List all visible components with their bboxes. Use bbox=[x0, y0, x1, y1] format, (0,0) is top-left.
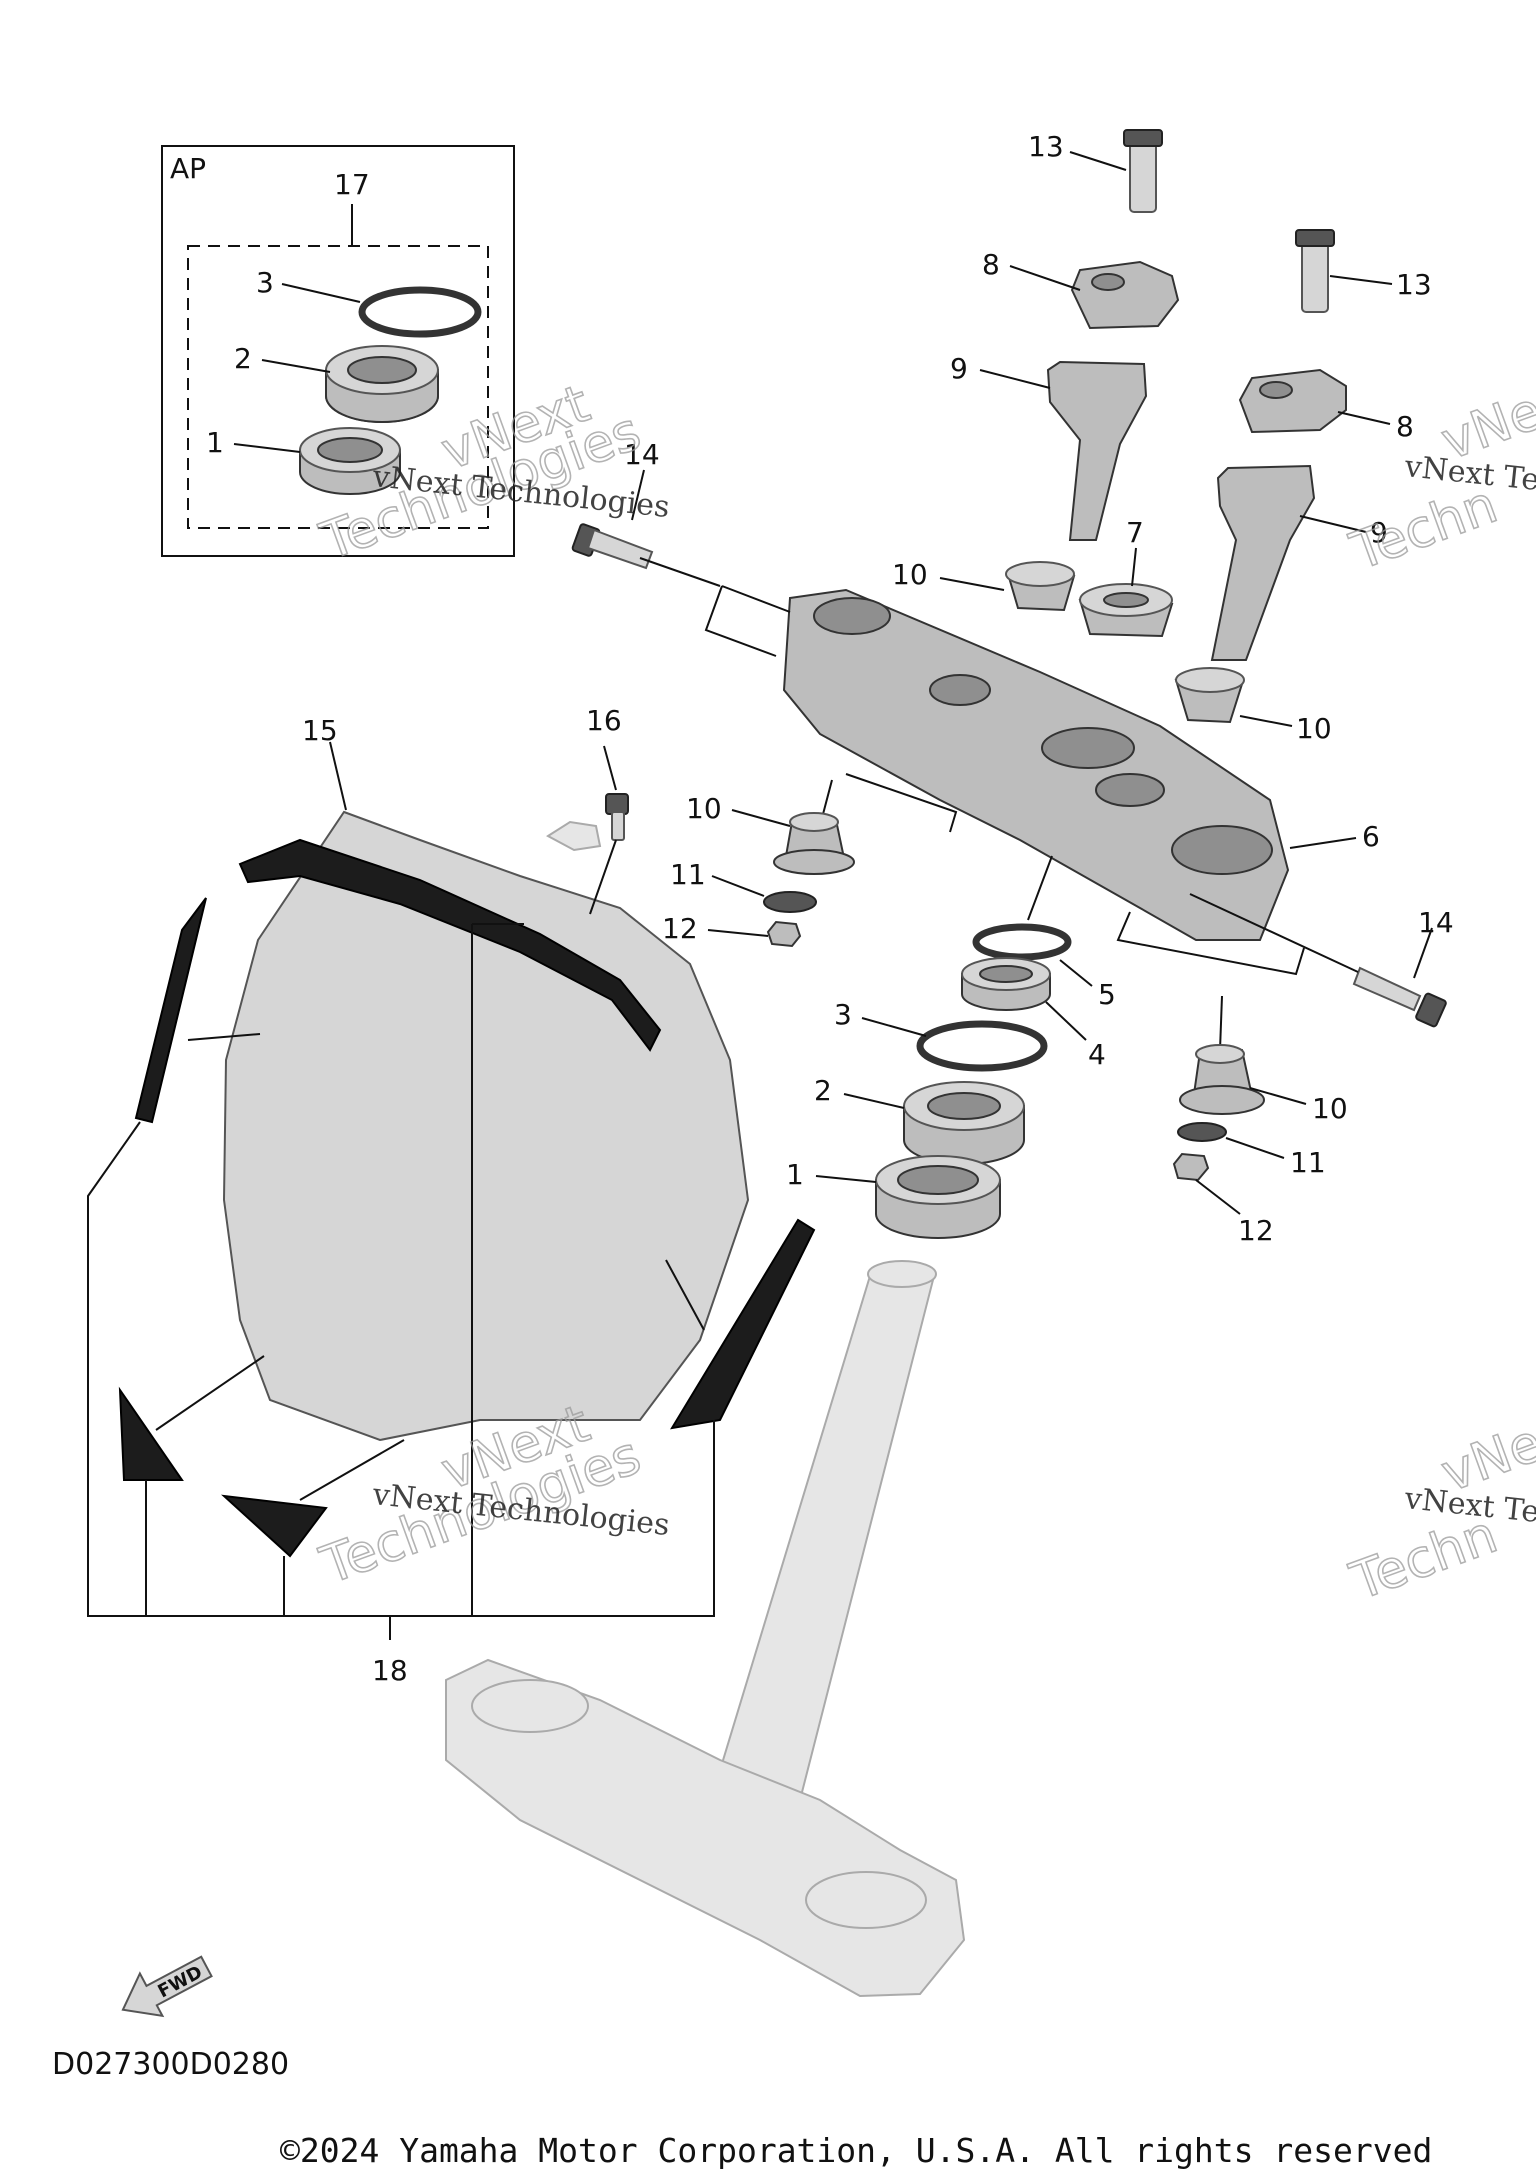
nut-12-right bbox=[1172, 1152, 1210, 1182]
callout-1: 1 bbox=[786, 1158, 804, 1191]
callout-5: 5 bbox=[1098, 978, 1116, 1011]
bearing-stack-center: 5 4 3 2 1 bbox=[786, 855, 1116, 1239]
inset-seal-ring bbox=[358, 286, 482, 338]
callout-4: 4 bbox=[1088, 1038, 1106, 1071]
callout-11-right: 11 bbox=[1290, 1146, 1326, 1179]
callout-16: 16 bbox=[586, 704, 622, 737]
callout-13-left: 13 bbox=[1028, 130, 1064, 163]
callout-13-right: 13 bbox=[1396, 268, 1432, 301]
callout-3: 3 bbox=[834, 998, 852, 1031]
bushing-stack-right: 10 11 12 bbox=[1172, 995, 1348, 1247]
callout-10-top: 10 bbox=[892, 558, 928, 591]
upper-bushings: 10 7 10 bbox=[892, 516, 1332, 745]
diagram-code: D027300D0280 bbox=[52, 2047, 289, 2082]
callout-14-right: 14 bbox=[1418, 906, 1454, 939]
clamp-bolt-left: 14 bbox=[571, 438, 791, 657]
washer-11-left bbox=[763, 891, 817, 913]
watermark-lower-right: vNe vNext Te Techn bbox=[1342, 1412, 1536, 1613]
fwd-arrow-icon: FWD bbox=[121, 1955, 213, 2018]
decal-set: 18 bbox=[87, 897, 816, 1687]
clamp-bolt-right: 14 bbox=[1116, 893, 1454, 1028]
callout-7: 7 bbox=[1126, 516, 1144, 549]
upper-triple-clamp: 6 bbox=[782, 588, 1380, 941]
callout-18: 18 bbox=[372, 1654, 408, 1687]
callout-14-left: 14 bbox=[624, 438, 660, 471]
lower-triple-clamp bbox=[445, 1260, 966, 1998]
callout-17: 17 bbox=[334, 168, 370, 201]
washer-11-right bbox=[1177, 1122, 1227, 1142]
callout-10-lower-right: 10 bbox=[1312, 1092, 1348, 1125]
handlebar-holder-right: 13 8 9 bbox=[1210, 229, 1432, 661]
callout-6: 6 bbox=[1362, 820, 1380, 853]
bushing-stack-left: 10 11 12 bbox=[662, 773, 958, 948]
decal-tri-center bbox=[221, 1494, 328, 1558]
decal-right-side bbox=[670, 1218, 816, 1430]
number-plate: 15 16 bbox=[222, 704, 750, 1442]
callout-8-left: 8 bbox=[982, 248, 1000, 281]
callout-9-left: 9 bbox=[950, 352, 968, 385]
callout-10-left: 10 bbox=[686, 792, 722, 825]
callout-2-inset: 2 bbox=[234, 342, 252, 375]
callout-12-right: 12 bbox=[1238, 1214, 1274, 1247]
callout-11-left: 11 bbox=[670, 858, 706, 891]
watermark-lower-right-word2: Techn bbox=[1343, 1505, 1505, 1613]
callout-2: 2 bbox=[814, 1074, 832, 1107]
callout-9-right: 9 bbox=[1370, 516, 1388, 549]
seal-3 bbox=[916, 1020, 1048, 1072]
decal-left-side bbox=[134, 897, 207, 1124]
callout-15: 15 bbox=[302, 714, 338, 747]
nut-12-left bbox=[766, 920, 802, 948]
decal-tri-left bbox=[118, 1386, 184, 1481]
watermark-upper-right: vNe vNext Te Techn bbox=[1342, 380, 1536, 583]
ap-inset: AP 17 3 2 1 bbox=[161, 145, 515, 557]
ap-inset-frame bbox=[161, 145, 515, 557]
callout-3-inset: 3 bbox=[256, 266, 274, 299]
washer-5 bbox=[972, 923, 1072, 961]
callout-12-left: 12 bbox=[662, 912, 698, 945]
callout-8-right: 8 bbox=[1396, 410, 1414, 443]
callout-1-inset: 1 bbox=[206, 426, 224, 459]
ap-inset-label: AP bbox=[170, 152, 206, 185]
callout-10-mid-right: 10 bbox=[1296, 712, 1332, 745]
kit-17-dashed-box bbox=[187, 245, 489, 529]
watermark-upper-right-word2: Techn bbox=[1343, 475, 1505, 583]
copyright-notice: ©2024 Yamaha Motor Corporation, U.S.A. A… bbox=[280, 2131, 1432, 2170]
handlebar-holder-left: 13 8 9 bbox=[950, 129, 1180, 541]
